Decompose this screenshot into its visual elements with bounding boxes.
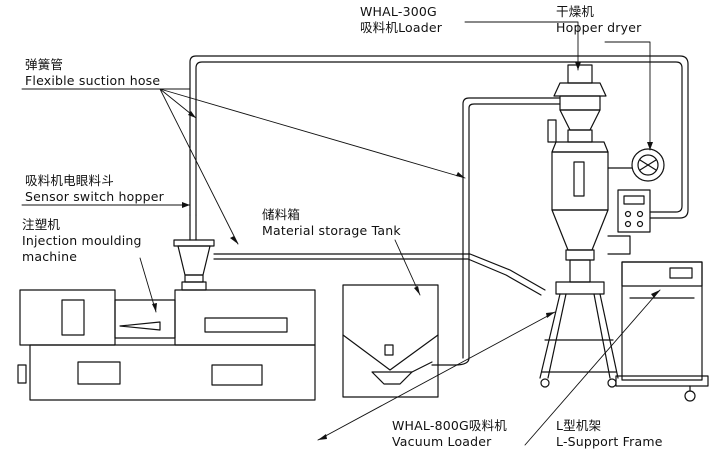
loader-motor bbox=[567, 64, 593, 84]
vacuum-loader-box bbox=[371, 371, 413, 385]
dryer-side-bracket bbox=[547, 119, 557, 143]
loader-label: 吸料机Loader bbox=[360, 20, 443, 35]
injection-moulding-machine bbox=[17, 289, 316, 401]
loader-neck bbox=[567, 129, 593, 143]
imm-label-cn: 注塑机 bbox=[22, 217, 61, 232]
imm-label-en-1: Injection moulding bbox=[22, 233, 142, 248]
frame-label-cn: L型机架 bbox=[556, 418, 602, 433]
leader-lines bbox=[21, 21, 661, 446]
imm-base bbox=[29, 344, 316, 401]
dryer-body bbox=[551, 151, 609, 211]
imm-window bbox=[61, 299, 85, 336]
sensor-label-en: Sensor switch hopper bbox=[25, 189, 164, 204]
stand-top bbox=[555, 281, 605, 295]
caster-left bbox=[540, 378, 550, 388]
loader-cone bbox=[559, 109, 601, 131]
frame-label-en: L-Support Frame bbox=[556, 434, 663, 449]
vacuum-loader-label-cn: WHAL-800G吸料机 bbox=[392, 418, 508, 433]
dryer-label-en: Hopper dryer bbox=[556, 20, 642, 35]
imm-nozzle bbox=[119, 321, 161, 331]
dryer-support-stand bbox=[539, 281, 619, 388]
tank-inner-cone bbox=[342, 334, 439, 371]
caster-right bbox=[607, 378, 617, 388]
tank-label-cn: 储料箱 bbox=[262, 207, 301, 222]
hopper-lid bbox=[173, 239, 215, 247]
l-support-frame bbox=[615, 261, 709, 402]
hose-label-cn: 弹簧管 bbox=[25, 57, 64, 72]
loader-body bbox=[559, 95, 601, 111]
imm-end-block bbox=[19, 289, 116, 346]
hopper-throat bbox=[181, 281, 207, 291]
hopper-cone bbox=[177, 245, 211, 276]
imm-base-panel-left bbox=[77, 361, 121, 385]
suction-hose-outer bbox=[189, 55, 689, 219]
dryer-fan bbox=[631, 148, 665, 182]
material-line-top bbox=[213, 253, 546, 291]
sensor-label-cn: 吸料机电眼料斗 bbox=[25, 173, 114, 188]
material-storage-tank bbox=[342, 284, 439, 398]
dryer-cone bbox=[551, 209, 609, 251]
hopper-neck bbox=[184, 274, 204, 283]
frame-caster bbox=[684, 390, 696, 402]
arrowheads bbox=[152, 62, 660, 440]
hose-label-en: Flexible suction hose bbox=[25, 73, 161, 88]
tank-body bbox=[342, 284, 439, 398]
dryer-valve bbox=[569, 259, 591, 283]
loader-cap bbox=[553, 82, 607, 97]
dryer-control-panel bbox=[617, 189, 651, 233]
sensor-switch-hopper bbox=[173, 214, 215, 291]
dryer-lid bbox=[551, 141, 609, 153]
dryer-outlet bbox=[565, 249, 595, 261]
tank-sensor bbox=[384, 344, 394, 356]
hopper-dryer-assembly bbox=[547, 64, 665, 283]
dryer-sight-glass bbox=[573, 161, 585, 197]
suction-pipes bbox=[189, 55, 689, 366]
imm-side-handle bbox=[17, 364, 27, 384]
dryer-label-cn: 干燥机 bbox=[556, 4, 595, 19]
imm-barrel bbox=[204, 317, 288, 333]
imm-base-panel-right bbox=[211, 364, 263, 386]
vacuum-loader-label-en: Vacuum Loader bbox=[392, 434, 492, 449]
loader-feed-pipe bbox=[462, 97, 561, 359]
loader-model-label: WHAL-300G bbox=[360, 4, 437, 19]
suction-hose-inner bbox=[195, 61, 683, 216]
frame-cabinet bbox=[621, 261, 703, 381]
tank-label-en: Material storage Tank bbox=[262, 223, 401, 238]
imm-mould-section bbox=[114, 299, 176, 339]
imm-label-en-2: machine bbox=[22, 249, 78, 264]
frame-base bbox=[615, 375, 709, 387]
